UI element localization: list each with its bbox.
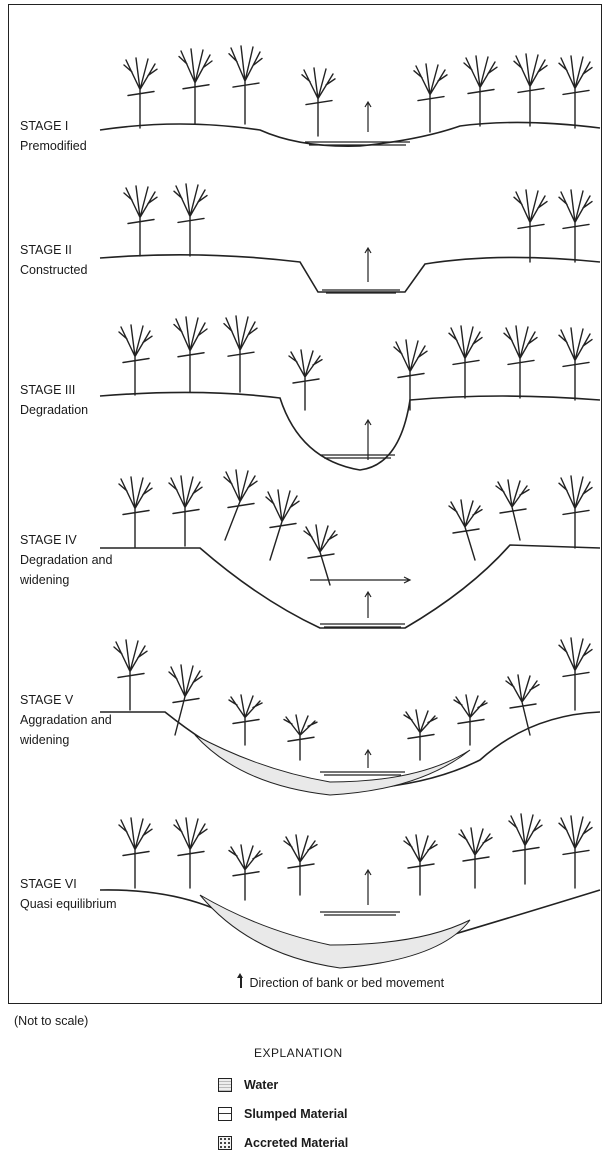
tree-icon: [169, 665, 202, 735]
accreted-swatch-icon: [218, 1136, 232, 1150]
direction-arrow-icon: [365, 592, 371, 618]
water-line: [320, 624, 405, 627]
ground-profile: [100, 712, 600, 790]
tree-icon: [559, 56, 592, 128]
ground-profile: [100, 545, 600, 628]
water-line: [320, 912, 400, 915]
slumped-swatch-icon: [218, 1107, 232, 1121]
channel-evolution-drawings: [0, 0, 605, 1005]
tree-icon: [504, 326, 537, 398]
stage-5-label: STAGE V Aggradation and widening: [20, 690, 130, 750]
tree-icon: [514, 54, 547, 126]
tree-icon: [509, 814, 542, 884]
tree-icon: [559, 816, 592, 888]
tree-icon: [404, 835, 437, 895]
stage-subtitle: Degradation and widening: [20, 550, 130, 590]
accreted-deposit: [200, 895, 470, 968]
stage-title: STAGE V: [20, 690, 130, 710]
direction-caption: Direction of bank or bed movement: [240, 976, 444, 990]
tree-icon: [224, 316, 257, 392]
water-line: [320, 455, 395, 458]
tree-icon: [449, 326, 482, 398]
tree-icon: [559, 476, 592, 548]
tree-icon: [289, 350, 322, 410]
accreted-deposit: [195, 735, 470, 795]
stage-subtitle: Premodified: [20, 136, 87, 156]
stage-title: STAGE I: [20, 116, 87, 136]
legend-item-slumped: Slumped Material: [218, 1107, 348, 1121]
legend-label: Water: [244, 1078, 278, 1092]
water-line: [305, 142, 410, 145]
ground-profile: [100, 890, 600, 953]
tree-icon: [174, 317, 207, 392]
tree-icon: [284, 715, 317, 760]
stage-1-label: STAGE I Premodified: [20, 116, 87, 156]
tree-icon: [559, 328, 592, 400]
legend-label: Accreted Material: [244, 1136, 348, 1150]
tree-icon: [124, 58, 157, 128]
caption-text: Direction of bank or bed movement: [250, 976, 445, 990]
direction-arrow-icon: [365, 248, 371, 282]
legend-item-accreted: Accreted Material: [218, 1136, 348, 1150]
stage-title: STAGE IV: [20, 530, 130, 550]
tree-icon: [464, 56, 497, 126]
tree-icon: [229, 695, 262, 745]
tree-icon: [169, 476, 202, 546]
tree-icon: [414, 64, 447, 132]
tree-icon: [284, 835, 317, 895]
water-swatch-icon: [218, 1078, 232, 1092]
ground-profile: [100, 255, 600, 292]
direction-arrow-icon: [365, 420, 371, 460]
not-to-scale-note: (Not to scale): [14, 1014, 88, 1028]
up-arrow-icon: [240, 976, 242, 988]
stage-title: STAGE VI: [20, 874, 117, 894]
explanation-heading: EXPLANATION: [254, 1046, 343, 1060]
tree-icon: [124, 186, 157, 256]
stage-subtitle: Constructed: [20, 260, 87, 280]
tree-icon: [302, 68, 335, 136]
ground-profile: [100, 122, 600, 146]
stage-subtitle: Degradation: [20, 400, 88, 420]
tree-icon: [174, 818, 207, 888]
stage-3-label: STAGE III Degradation: [20, 380, 88, 420]
tree-icon: [119, 818, 152, 888]
tree-icon: [496, 480, 529, 540]
water-line: [320, 772, 405, 775]
stage-subtitle: Aggradation and widening: [20, 710, 130, 750]
tree-icon: [119, 325, 152, 395]
widening-arrow-icon: [310, 577, 410, 583]
tree-icon: [266, 490, 299, 560]
legend-label: Slumped Material: [244, 1107, 348, 1121]
direction-arrow-icon: [365, 102, 371, 132]
stage-title: STAGE II: [20, 240, 87, 260]
tree-icon: [559, 638, 592, 710]
stage-title: STAGE III: [20, 380, 88, 400]
tree-icon: [559, 190, 592, 262]
stage-2-label: STAGE II Constructed: [20, 240, 87, 280]
tree-icon: [459, 828, 492, 888]
tree-icon: [174, 184, 207, 256]
tree-icon: [404, 710, 437, 760]
tree-icon: [229, 46, 262, 124]
stage-4-label: STAGE IV Degradation and widening: [20, 530, 130, 590]
stage-subtitle: Quasi equilibrium: [20, 894, 117, 914]
tree-icon: [179, 49, 212, 124]
legend-item-water: Water: [218, 1078, 278, 1092]
direction-arrow-icon: [365, 870, 371, 905]
direction-arrow-icon: [365, 750, 371, 768]
tree-icon: [304, 525, 337, 585]
tree-icon: [454, 695, 487, 745]
tree-icon: [224, 470, 257, 540]
tree-icon: [449, 500, 482, 560]
tree-icon: [514, 190, 547, 262]
stage-6-label: STAGE VI Quasi equilibrium: [20, 874, 117, 914]
tree-icon: [229, 845, 262, 900]
